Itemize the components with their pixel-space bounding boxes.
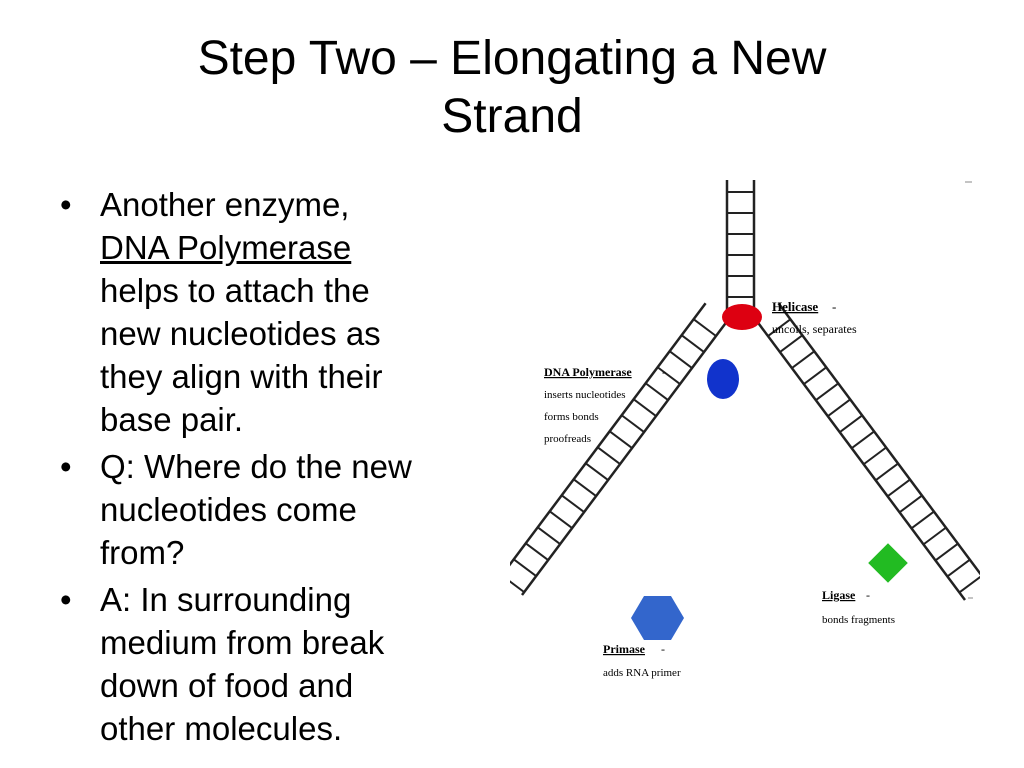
dna-polymerase-desc: forms bonds: [544, 411, 599, 423]
bullet-text: base pair.: [100, 401, 244, 438]
title-line-2: Strand: [441, 90, 583, 143]
bullet-text: new nucleotides as: [100, 315, 381, 352]
label-dash: -: [866, 588, 870, 602]
ladder-rung: [767, 318, 791, 337]
helicase-label: Helicase: [772, 299, 818, 314]
bullet-text: nucleotides come: [100, 491, 357, 528]
dna-polymerase-desc: inserts nucleotides: [544, 389, 626, 401]
ladder-rung: [910, 510, 935, 530]
label-dash: -: [661, 642, 665, 656]
bullet-item: • Q: Where do the new nucleotides come f…: [55, 445, 505, 574]
ladder-rung: [585, 462, 609, 481]
ladder-rung: [549, 510, 573, 529]
helicase-desc: uncoils, separates: [772, 322, 857, 336]
bullet-dot: •: [60, 448, 72, 485]
ladder-rung: [875, 462, 899, 482]
ladder-rung: [886, 478, 911, 498]
ladder-rung: [803, 366, 827, 385]
ladder-rung: [958, 575, 980, 594]
ladder-rung: [863, 446, 887, 466]
ladder-rail: [777, 302, 980, 576]
ladder-rung: [692, 318, 717, 337]
primase-desc: adds RNA primer: [603, 667, 681, 679]
ladder-rung: [561, 494, 585, 513]
ladder-rung: [621, 414, 645, 433]
ladder-rung: [657, 366, 681, 385]
label-dash: -: [832, 299, 836, 314]
slide-title: Step Two – Elongating a New Strand: [0, 30, 1024, 146]
bullet-dot: •: [60, 186, 72, 223]
ladder-rung: [791, 350, 815, 369]
ladder-rung: [898, 494, 923, 514]
bullet-text: Q: Where do the new: [100, 448, 412, 485]
ladder-rail: [754, 319, 967, 601]
ladder-rung: [669, 350, 693, 369]
ladder-rung: [779, 334, 803, 353]
ladder-rung: [510, 580, 525, 593]
dna-polymerase-label: DNA Polymerase: [544, 365, 632, 379]
bullet-text: other molecules.: [100, 710, 343, 747]
title-line-1: Step Two – Elongating a New: [197, 32, 827, 85]
bullet-text: down of food and: [100, 667, 354, 704]
dna-polymerase-icon: [707, 359, 739, 399]
label-dash: -: [662, 365, 666, 379]
ladder-rung: [827, 398, 851, 417]
ladder-rung: [681, 334, 705, 353]
dna-strands: [510, 180, 980, 601]
ladder-rung: [851, 430, 875, 450]
ligase-icon: [868, 543, 908, 583]
ligase-label: Ligase: [822, 588, 856, 602]
ladder-rung: [839, 414, 863, 433]
ladder-rung: [946, 558, 971, 578]
ladder-rail: [510, 302, 707, 567]
ladder-rung: [537, 526, 561, 545]
bullet-item: • Another enzyme, DNA Polymerase helps t…: [55, 183, 505, 441]
bullet-text: A: In surrounding: [100, 581, 352, 618]
ladder-rung: [922, 526, 947, 546]
bullet-text: Another enzyme,: [100, 186, 350, 223]
ladder-rung: [645, 382, 669, 401]
bullet-text: they align with their: [100, 358, 383, 395]
primase-label: Primase: [603, 642, 646, 656]
helicase-icon: [722, 304, 762, 330]
ladder-rung: [934, 542, 959, 562]
dna-polymerase-desc: proofreads: [544, 433, 591, 445]
bullet-text: medium from break: [100, 624, 385, 661]
bullet-term-dna-polymerase: DNA Polymerase: [100, 229, 352, 266]
ladder-rung: [633, 398, 657, 417]
ladder-rung: [513, 558, 537, 577]
ladder-rung: [815, 382, 839, 401]
bullet-item: • A: In surrounding medium from break do…: [55, 578, 505, 750]
ladder-rung: [573, 478, 597, 497]
ladder-rung: [609, 430, 633, 449]
ladder-rung: [597, 446, 621, 465]
ladder-rail: [520, 319, 730, 596]
bullet-text: helps to attach the: [100, 272, 370, 309]
bullet-text: from?: [100, 534, 185, 571]
bullet-list: • Another enzyme, DNA Polymerase helps t…: [55, 183, 505, 754]
primase-icon: [631, 596, 684, 640]
bullet-dot: •: [60, 581, 72, 618]
ligase-desc: bonds fragments: [822, 614, 895, 626]
ladder-rung: [525, 542, 549, 561]
replication-fork-diagram: Helicase - uncoils, separates DNA Polyme…: [510, 180, 980, 679]
